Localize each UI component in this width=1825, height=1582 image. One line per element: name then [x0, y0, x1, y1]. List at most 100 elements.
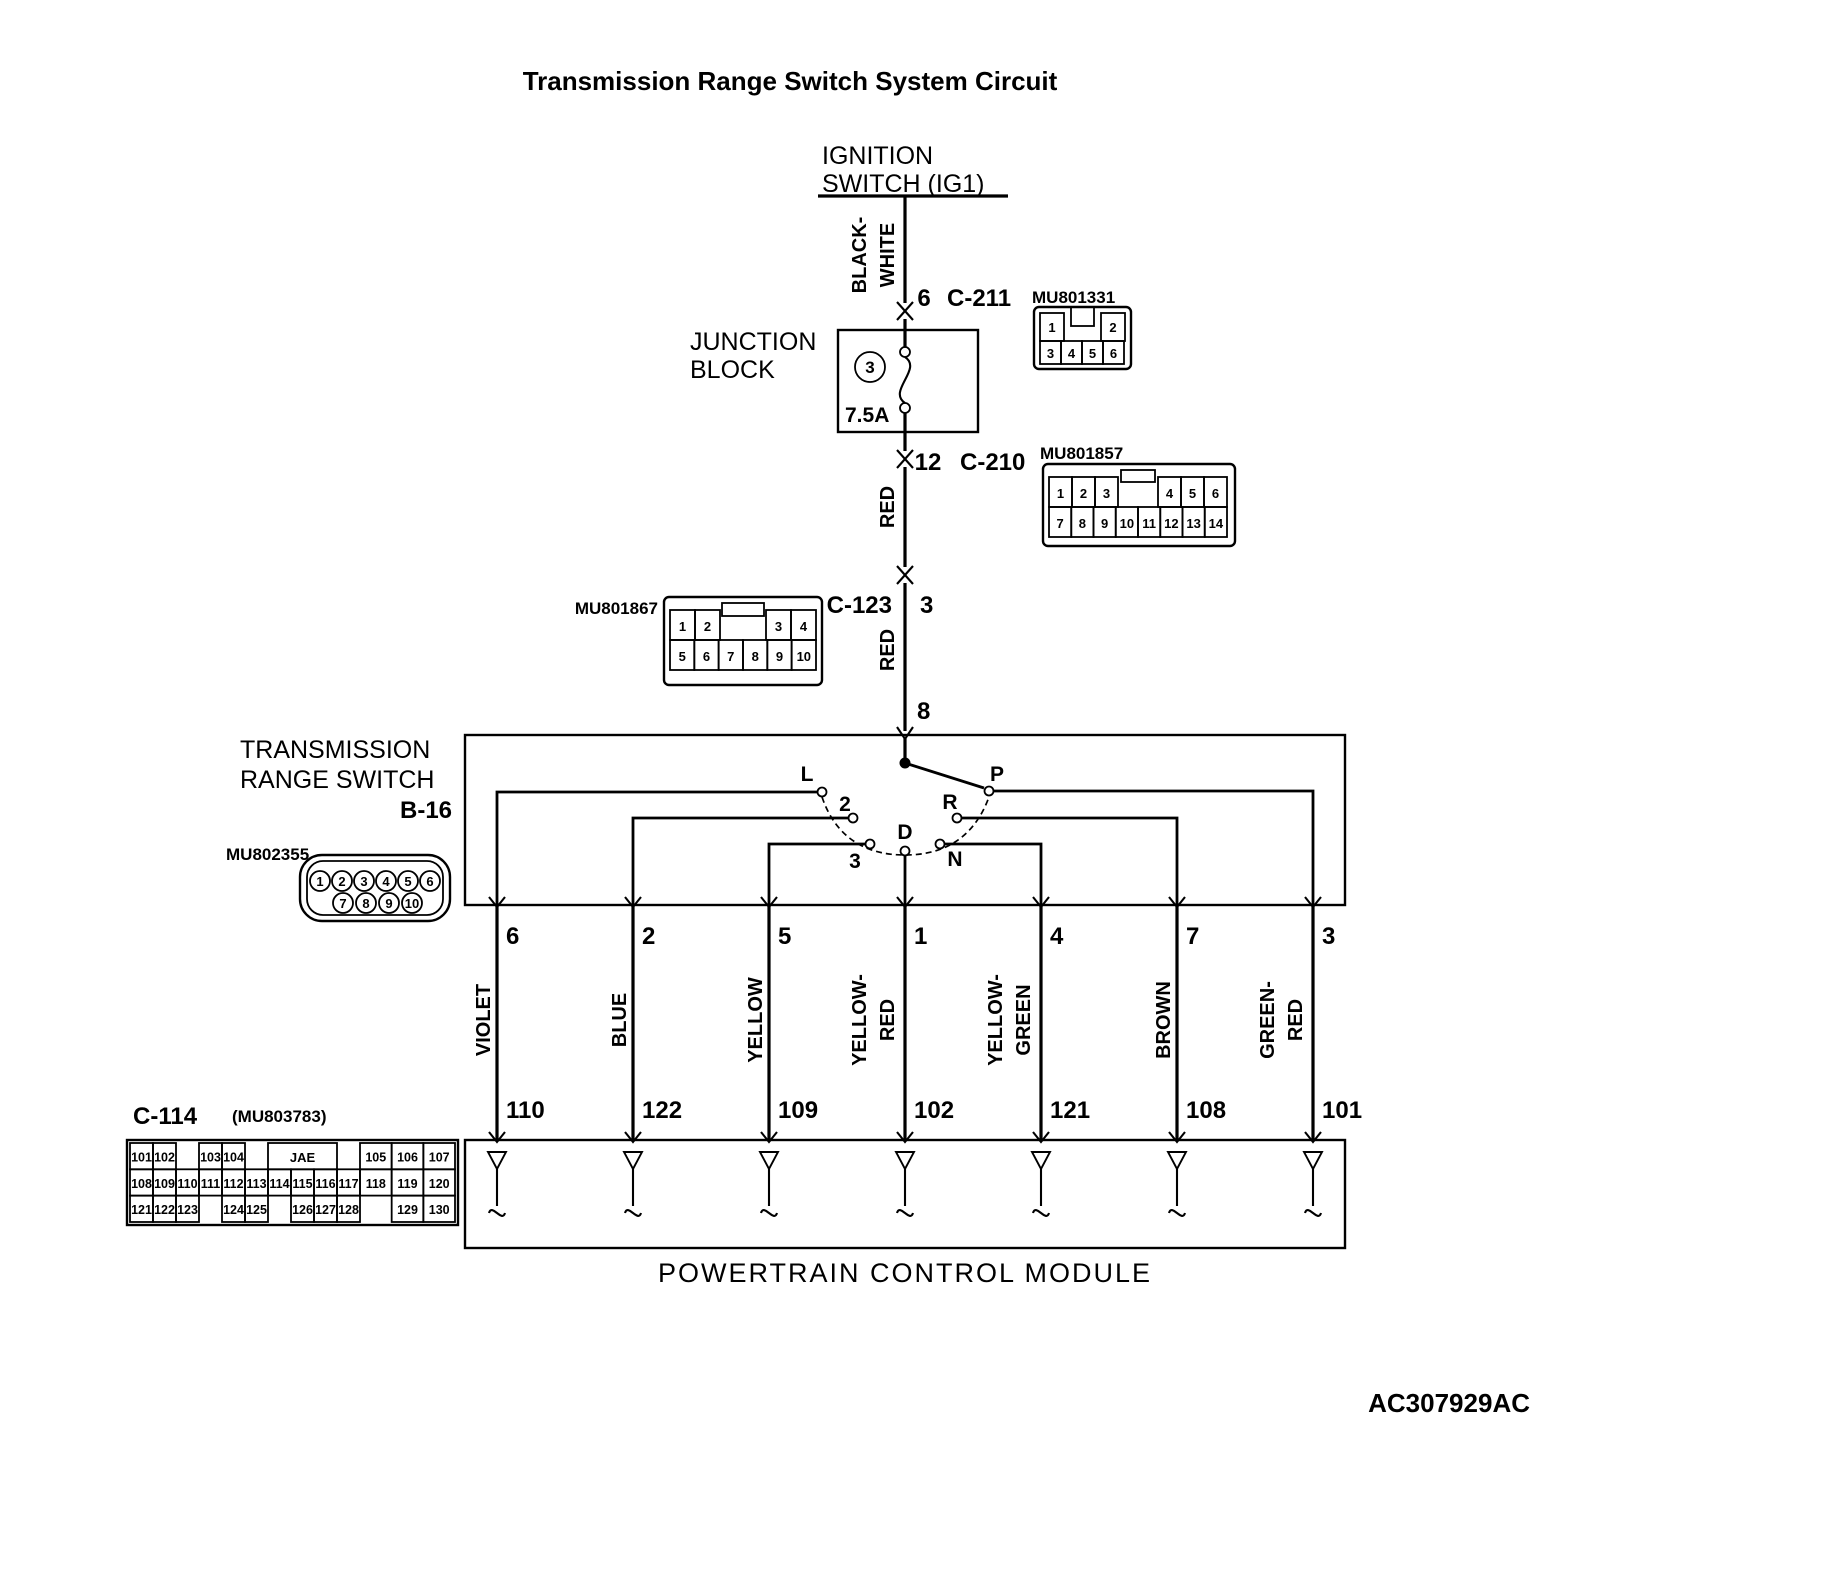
connector-crossing-c210: [896, 449, 914, 469]
route-L: [495, 790, 818, 905]
pcm-pin-number: 108: [1186, 1097, 1226, 1124]
pin-cell: 10: [797, 649, 811, 664]
wire-color-label: YELLOW: [745, 977, 767, 1063]
position-label-P: P: [990, 763, 1004, 786]
table-cell: 130: [429, 1203, 450, 1217]
box-entry-chevron: [1304, 1131, 1322, 1144]
pin-cell: 5: [1089, 346, 1096, 361]
pin-cell: 7: [1056, 516, 1063, 531]
trs-pin-number: 6: [506, 923, 519, 950]
trs-label-line2: RANGE SWITCH: [240, 766, 434, 794]
selector-arc: [821, 796, 990, 856]
contact-L: [816, 786, 828, 798]
connector-outline: [662, 595, 824, 687]
connector-key-tab: [1120, 469, 1156, 483]
wire-color-label: WHITE: [877, 223, 899, 287]
pivot-dot: [899, 757, 911, 769]
pin-cell: 8: [1079, 516, 1086, 531]
table-cell: 129: [397, 1203, 418, 1217]
pin-cell: 10: [1120, 516, 1134, 531]
box-entry-chevron: [1032, 1131, 1050, 1144]
table-cell: 122: [154, 1203, 175, 1217]
connector-crossing-c211: [896, 301, 914, 321]
connector-outline: [298, 853, 452, 923]
circuit-column-7: 3 GREEN- RED 101: [1257, 896, 1362, 1217]
junction-block: JUNCTION BLOCK 3 7.5A: [690, 328, 980, 434]
circuit-column-5: 4 YELLOW- GREEN 121: [985, 896, 1090, 1217]
continuation-squiggle: [623, 1209, 643, 1217]
pin-cell: 1: [1057, 486, 1064, 501]
wire-color-label: RED: [877, 486, 899, 528]
ignition-label-line1: IGNITION: [822, 142, 933, 170]
pin-cell: 9: [1101, 516, 1108, 531]
wire-color-label: BLACK-: [849, 217, 871, 294]
position-label-R: R: [942, 791, 957, 814]
contact-N: [934, 838, 946, 850]
pin-cell: 5: [404, 874, 411, 889]
table-cell: 111: [201, 1177, 221, 1191]
connector-pinout-mu801857: MU801857 1 2 3 4 5 6 7 8 9 10 11 12 13 1…: [1040, 444, 1237, 548]
circuit-column-3: 5 YELLOW 109: [745, 896, 818, 1217]
connector-pinout-mu801331: MU801331 1 2 3 4 5 6: [1032, 288, 1133, 371]
table-cell: 118: [366, 1177, 386, 1191]
contact-R: [951, 812, 963, 824]
wire-color-label: BLUE: [609, 993, 631, 1047]
diagram-title: Transmission Range Switch System Circuit: [523, 66, 1058, 96]
table-cell: 102: [154, 1151, 175, 1165]
table-cell: 123: [177, 1203, 198, 1217]
pcm-pin-number: 102: [914, 1097, 954, 1124]
connector-part-number: MU801331: [1032, 288, 1115, 307]
continuation-squiggle: [487, 1209, 507, 1217]
pin-cell: 2: [338, 874, 345, 889]
pin-cell: 2: [704, 619, 711, 634]
fuse-terminal: [899, 402, 911, 414]
box-entry-chevron: [760, 1131, 778, 1144]
pin-cell: 6: [703, 649, 710, 664]
box-entry-chevron: [896, 1131, 914, 1144]
wire-color-label: YELLOW-: [849, 974, 871, 1066]
pin-cell: 3: [775, 619, 782, 634]
table-cell: 103: [200, 1151, 221, 1165]
wire-color-label: VIOLET: [473, 984, 495, 1056]
pin-cell: 4: [382, 874, 390, 889]
circuit-column-4: 1 YELLOW- RED 102: [849, 896, 954, 1217]
pin-cell: 3: [1047, 346, 1054, 361]
selector-contact: [904, 761, 985, 790]
pin-cell: 6: [426, 874, 433, 889]
table-cell: 125: [246, 1203, 267, 1217]
ignition-label-line2: SWITCH (IG1): [822, 170, 985, 198]
pin-cell: 8: [752, 649, 759, 664]
pin-cell: 6: [1110, 346, 1117, 361]
fuse-number: 3: [865, 358, 874, 377]
pcm-terminal-triangle: [1166, 1151, 1188, 1172]
trs-pin-number: 7: [1186, 923, 1199, 950]
wire-color-label: RED: [877, 629, 899, 671]
connector-inner-outline: [306, 860, 444, 916]
box-entry-chevron: [1168, 1131, 1186, 1144]
table-cell: 127: [315, 1203, 336, 1217]
c114-part-number: (MU803783): [232, 1107, 327, 1126]
pin-cell: 4: [1068, 346, 1076, 361]
main-feed-wire: BLACK- WHITE 6 C-211 12 C-210 RED C-123 …: [827, 196, 1025, 741]
pin-cell: 13: [1186, 516, 1200, 531]
pcm-terminal-triangle: [1302, 1151, 1324, 1172]
connector-part-number: MU801867: [575, 599, 658, 618]
trs-pin-number: 2: [642, 923, 655, 950]
table-cell: 115: [292, 1177, 312, 1191]
c210-pin-number: 12: [915, 449, 942, 476]
table-cell: 107: [429, 1151, 450, 1165]
pcm-pin-number: 110: [506, 1097, 545, 1124]
pcm-pin-number: 122: [642, 1097, 682, 1124]
connector-pinout-mu802355: MU802355 1 2 3 4 5 6 7 8 9 10: [226, 845, 452, 923]
c114-outline: [125, 1138, 460, 1227]
trs-entry-pin-number: 8: [917, 698, 930, 725]
table-cell: 109: [154, 1177, 175, 1191]
pin-cell: 12: [1164, 516, 1178, 531]
wire-color-label: RED: [877, 999, 899, 1041]
circuit-column-1: 6 VIOLET 110: [473, 896, 545, 1217]
table-cell: 121: [131, 1203, 152, 1217]
c211-pin-number: 6: [917, 285, 930, 312]
table-cell: 116: [315, 1177, 335, 1191]
